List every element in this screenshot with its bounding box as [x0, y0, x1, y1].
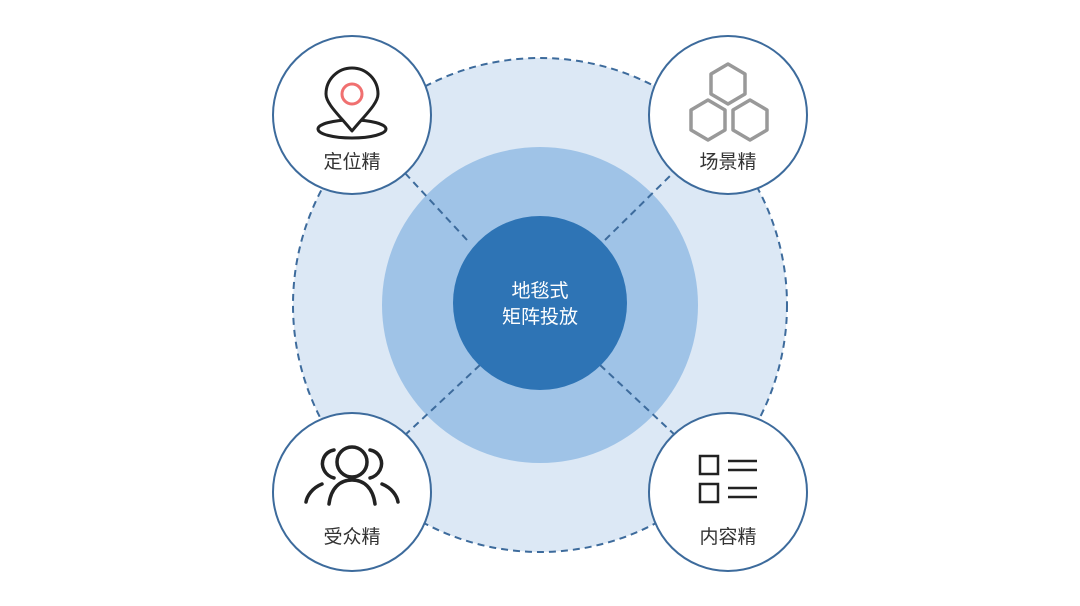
node-content-circle	[648, 412, 808, 572]
list-icon	[698, 454, 757, 504]
connector-content	[599, 364, 677, 437]
people-icon	[304, 445, 400, 506]
center-circle	[453, 216, 627, 390]
connector-scene	[604, 171, 675, 241]
connector-audience	[403, 364, 481, 437]
node-audience-circle	[272, 412, 432, 572]
map-pin-icon	[316, 66, 388, 140]
center-node: 地毯式 矩阵投放	[453, 216, 627, 390]
node-location-label: 定位精	[323, 151, 380, 173]
node-content: 内容精	[648, 412, 808, 572]
center-label-line2: 矩阵投放	[502, 306, 578, 328]
node-audience-label: 受众精	[323, 526, 380, 548]
connector-location	[403, 171, 468, 241]
node-scene: 场景精	[648, 35, 808, 195]
connectors	[403, 171, 677, 437]
node-scene-label: 场景精	[699, 151, 756, 173]
node-location: 定位精	[272, 35, 432, 195]
node-scene-circle	[648, 35, 808, 195]
center-label-line1: 地毯式	[511, 280, 568, 302]
node-audience: 受众精	[272, 412, 432, 572]
hexagons-icon	[689, 62, 769, 142]
node-content-label: 内容精	[699, 526, 756, 548]
